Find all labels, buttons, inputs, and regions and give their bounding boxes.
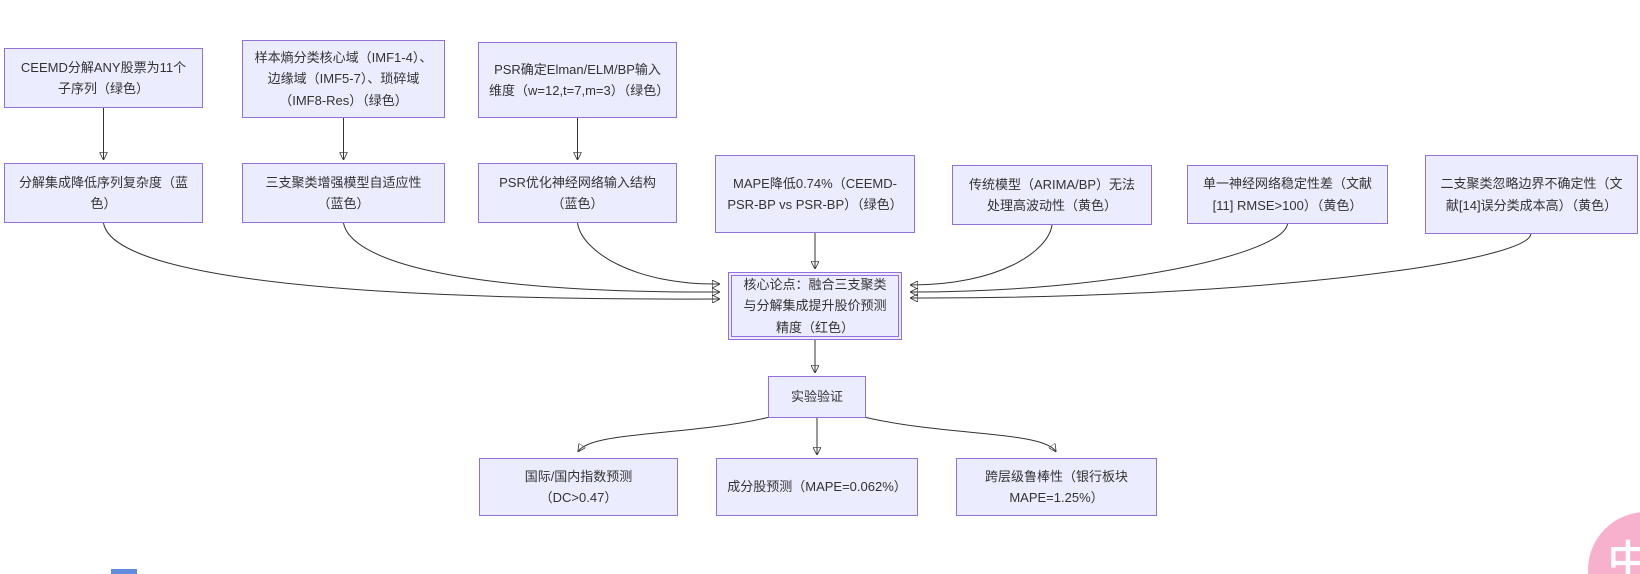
node-index-prediction: 国际/国内指数预测（DC>0.47） bbox=[479, 458, 678, 516]
node-psr-input-dimension: PSR确定Elman/ELM/BP输入维度（w=12,t=7,m=3）（绿色） bbox=[478, 42, 677, 118]
translate-badge-button[interactable]: 中A bbox=[1588, 512, 1640, 574]
node-single-nn-instability: 单一神经网络稳定性差（文献[11] RMSE>100）（黄色） bbox=[1187, 165, 1388, 224]
node-sample-entropy-domains: 样本熵分类核心域（IMF1-4）、边缘域（IMF5-7）、琐碎域（IMF8-Re… bbox=[242, 40, 445, 118]
node-ceemd-decompose: CEEMD分解ANY股票为11个子序列（绿色） bbox=[4, 48, 203, 108]
translate-badge-label: 中A bbox=[1608, 539, 1640, 574]
edge-f-k bbox=[577, 222, 720, 284]
node-core-thesis: 核心论点：融合三支聚类与分解集成提升股价预测精度（红色） bbox=[728, 272, 902, 340]
node-mape-improvement: MAPE降低0.74%（CEEMD-PSR-BP vs PSR-BP）（绿色） bbox=[715, 155, 915, 233]
node-three-way-adaptivity: 三支聚类增强模型自适应性（蓝色） bbox=[242, 163, 445, 223]
clipped-link-fragment bbox=[111, 569, 137, 574]
node-two-way-boundary-limit: 二支聚类忽略边界不确定性（文献[14]误分类成本高）（黄色） bbox=[1425, 155, 1638, 234]
edge-j-k bbox=[911, 233, 1532, 298]
edge-h-k bbox=[911, 224, 1053, 285]
edge-l-o bbox=[863, 416, 1056, 451]
node-psr-input-structure: PSR优化神经网络输入结构（蓝色） bbox=[478, 163, 677, 223]
edge-i-k bbox=[911, 223, 1288, 292]
node-experiment-validation: 实验验证 bbox=[768, 376, 866, 418]
node-cross-level-robustness: 跨层级鲁棒性（银行板块 MAPE=1.25%） bbox=[956, 458, 1157, 516]
node-constituent-prediction: 成分股预测（MAPE=0.062%） bbox=[716, 458, 918, 516]
node-decompose-complexity: 分解集成降低序列复杂度（蓝色） bbox=[4, 163, 203, 223]
edge-l-m bbox=[579, 416, 771, 451]
edge-e-k bbox=[343, 222, 720, 292]
edge-d-k bbox=[103, 222, 720, 299]
node-traditional-model-limit: 传统模型（ARIMA/BP）无法处理高波动性（黄色） bbox=[952, 165, 1152, 225]
